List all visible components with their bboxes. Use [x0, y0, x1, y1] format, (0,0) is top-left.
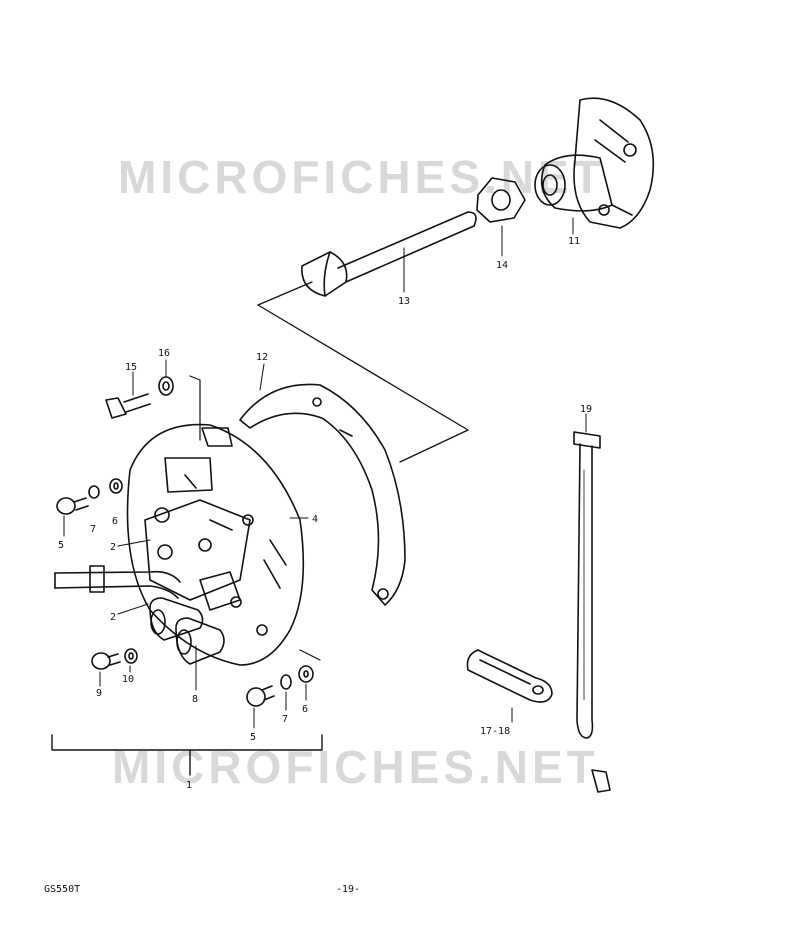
assembly-bracket-1 — [51, 734, 323, 776]
bracket-6 — [299, 649, 321, 661]
callout-2-upper: 2 — [110, 542, 116, 553]
callout-13: 13 — [398, 296, 410, 307]
callout-19: 19 — [580, 404, 592, 415]
part-14-nut — [476, 177, 526, 223]
callout-7-left: 7 — [90, 524, 96, 535]
callout-2-lower: 2 — [110, 612, 116, 623]
screw-5-left — [56, 497, 89, 515]
part-13-shaft — [301, 211, 477, 297]
part-8-condensers — [149, 597, 225, 665]
bracket-16 — [189, 375, 201, 441]
callout-14: 14 — [496, 260, 508, 271]
callout-10: 10 — [122, 674, 134, 685]
callout-5-left: 5 — [58, 540, 64, 551]
callout-12: 12 — [256, 352, 268, 363]
screw-5-bottom — [246, 685, 275, 707]
washer-16 — [158, 376, 174, 396]
washer-10 — [124, 648, 138, 664]
footer-model: GS550T — [44, 884, 81, 895]
washer-6-left — [109, 478, 123, 494]
leader-lines — [63, 217, 587, 729]
wire-harness — [54, 565, 181, 599]
watermark-top: MICROFICHES.NET — [118, 151, 605, 203]
screw-15 — [105, 393, 151, 419]
callout-9: 9 — [96, 688, 102, 699]
callout-15: 15 — [125, 362, 137, 373]
assembly-guide-line — [257, 281, 469, 463]
callout-16: 16 — [158, 348, 170, 359]
callout-1: 1 — [186, 780, 192, 791]
part-12-curved-plate — [239, 383, 406, 606]
callout-5-bottom: 5 — [250, 732, 256, 743]
callout-6-left: 6 — [112, 516, 118, 527]
part-19-cable-tie — [573, 431, 611, 793]
callout-7-bottom: 7 — [282, 714, 288, 725]
callout-17-18: 17-18 — [480, 726, 510, 737]
part-11-housing — [534, 97, 655, 229]
washer-6-bottom — [298, 665, 314, 683]
main-backplate-assembly — [126, 423, 305, 666]
screw-9 — [91, 652, 121, 670]
callout-6-bottom: 6 — [302, 704, 308, 715]
callout-11: 11 — [568, 236, 580, 247]
lockwasher-7-bottom — [280, 674, 292, 690]
callout-8: 8 — [192, 694, 198, 705]
callout-labels: 11 14 13 12 15 16 19 4 7 6 2 5 2 9 10 8 … — [58, 236, 592, 791]
footer-page-number: -19- — [336, 884, 361, 895]
lockwasher-7-left — [88, 485, 100, 499]
part-17-18-clamp — [466, 649, 553, 703]
callout-4: 4 — [312, 514, 318, 525]
